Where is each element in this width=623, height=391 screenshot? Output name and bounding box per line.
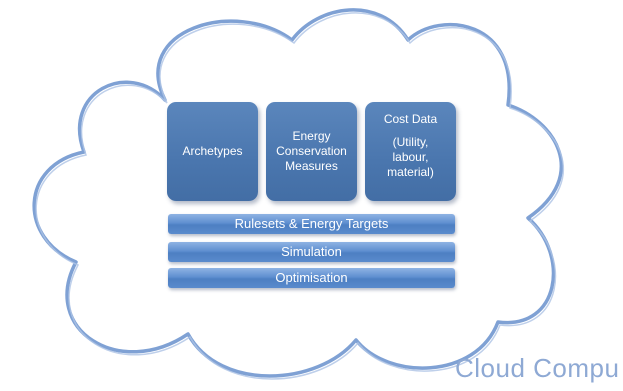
cost-data-line-1: (Utility, (392, 135, 429, 149)
cost-data-title: Cost Data (383, 112, 438, 126)
cost-data-box: Cost Data (Utility, labour, material) (365, 102, 456, 201)
cost-data-line-3: material) (387, 165, 434, 179)
ecm-label-line-3: Measures (285, 159, 338, 173)
rulesets-energy-targets-bar: Rulesets & Energy Targets (168, 214, 455, 234)
energy-conservation-measures-box: Energy Conservation Measures (266, 102, 357, 201)
cost-data-line-2: labour, (392, 150, 429, 164)
ecm-label-line-1: Energy (292, 129, 331, 143)
ecm-label-line-2: Conservation (276, 144, 347, 158)
optimisation-bar: Optimisation (168, 268, 455, 288)
cloud-computing-label: Cloud Compu (455, 353, 620, 383)
archetypes-box: Archetypes (167, 102, 258, 201)
simulation-bar: Simulation (168, 242, 455, 262)
archetypes-label: Archetypes (182, 144, 243, 158)
